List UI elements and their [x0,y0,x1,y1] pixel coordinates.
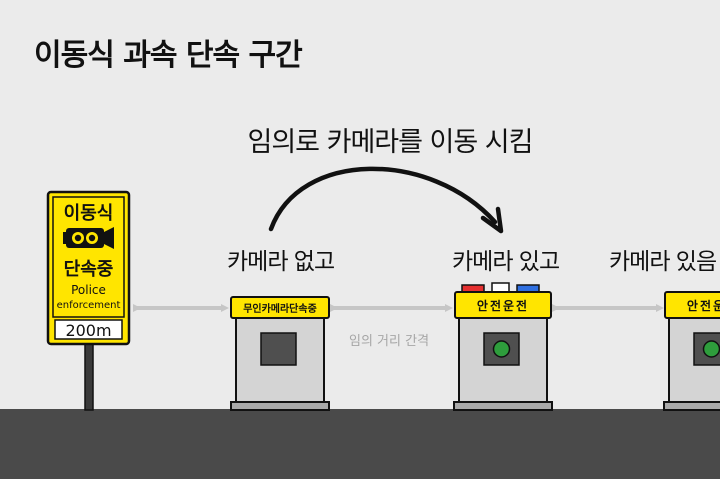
sign-line2: 단속중 [64,259,114,280]
road [0,409,720,479]
sign-police: Police [71,283,106,297]
camera-box-empty: 무인카메라단속중 [230,296,330,411]
enforcement-sign: 이동식 단속중 Police enforcement 200m [46,190,131,346]
sign-pole [84,342,94,411]
camera-box-active: 안전운전 [663,291,720,411]
camera-box-active: 안전운전 [453,282,553,411]
sign-distance: 200m [65,321,111,340]
box-plate: 안전운전 [687,298,720,313]
camera-lens-icon [492,340,511,358]
sign-line1: 이동식 [64,203,114,224]
box-label-camera-present: 카메라 있음 [609,249,717,275]
box-label-no-camera: 카메라 없고 [227,249,335,275]
box-label-camera: 카메라 있고 [452,249,560,275]
gap-label: 임의 거리 간격 [349,334,430,349]
page-title: 이동식 과속 단속 구간 [34,38,303,73]
move-arrow [268,166,504,234]
move-caption: 임의로 카메라를 이동 시킴 [247,127,534,158]
sign-enforcement: enforcement [57,300,121,311]
camera-lens-icon [702,340,720,358]
speed-camera-icon [63,227,114,249]
box-plate: 안전운전 [477,298,529,313]
empty-camera-window [260,332,297,366]
box-plate: 무인카메라단속중 [243,302,317,315]
